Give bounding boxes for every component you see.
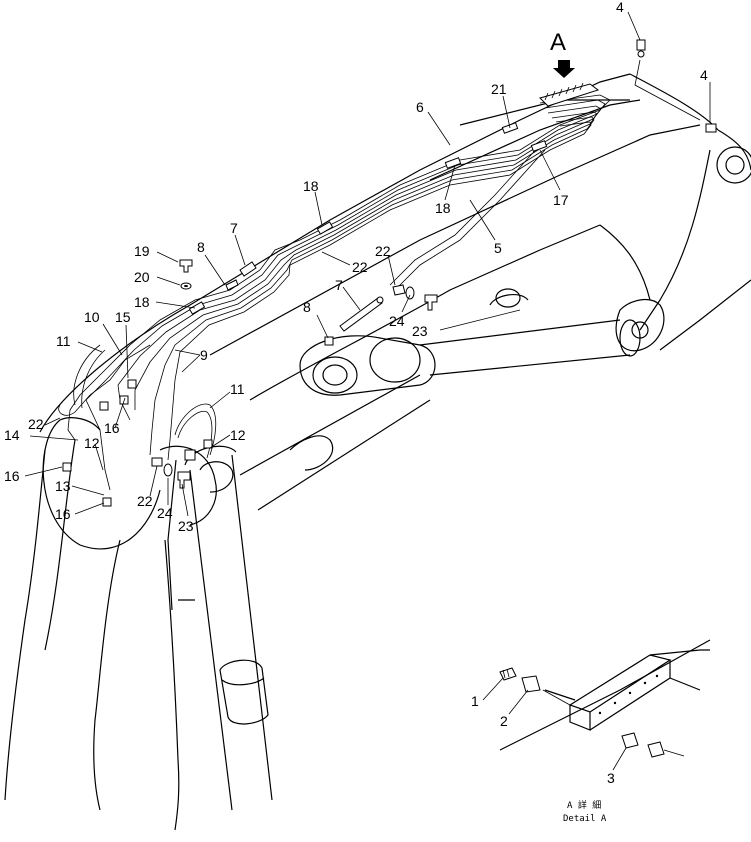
callout-23: 23 bbox=[412, 323, 428, 339]
callout-2: 2 bbox=[500, 713, 508, 729]
detail-caption-en: Detail A bbox=[563, 814, 607, 824]
callout-3: 3 bbox=[607, 770, 615, 786]
callout-4: 4 bbox=[616, 0, 624, 15]
callout-24: 24 bbox=[389, 313, 405, 329]
callout-17: 17 bbox=[553, 192, 569, 208]
callout-19: 19 bbox=[134, 243, 150, 259]
callout-24: 24 bbox=[157, 505, 173, 521]
callout-10: 10 bbox=[84, 309, 100, 325]
callout-22: 22 bbox=[352, 259, 368, 275]
view-a-label: A bbox=[550, 29, 566, 56]
callout-7: 7 bbox=[230, 220, 238, 236]
view-a-arrow bbox=[553, 60, 575, 78]
callout-16: 16 bbox=[55, 506, 71, 522]
callout-5: 5 bbox=[494, 240, 502, 256]
callout-9: 9 bbox=[200, 347, 208, 363]
callout-16: 16 bbox=[104, 420, 120, 436]
callout-13: 13 bbox=[55, 478, 71, 494]
leader-lines bbox=[24, 11, 711, 771]
callout-15: 15 bbox=[115, 309, 131, 325]
callout-22: 22 bbox=[375, 243, 391, 259]
fittings bbox=[62, 39, 717, 507]
callout-16: 16 bbox=[4, 468, 20, 484]
callout-1: 1 bbox=[471, 693, 479, 709]
callout-12: 12 bbox=[230, 427, 246, 443]
callout-6: 6 bbox=[416, 99, 424, 115]
callout-22: 22 bbox=[28, 416, 44, 432]
hydraulic-piping-bundle bbox=[58, 82, 611, 491]
callout-18: 18 bbox=[134, 294, 150, 310]
callout-21: 21 bbox=[491, 81, 507, 97]
callout-8: 8 bbox=[303, 299, 311, 315]
callout-18: 18 bbox=[435, 200, 451, 216]
callout-20: 20 bbox=[134, 269, 150, 285]
callout-4: 4 bbox=[700, 67, 708, 83]
detail-caption-jp: A 詳 細 bbox=[567, 799, 601, 811]
callout-11: 11 bbox=[230, 381, 245, 397]
boom-structure bbox=[4, 73, 751, 831]
callout-14: 14 bbox=[4, 427, 20, 443]
callout-23: 23 bbox=[178, 518, 194, 534]
callout-18: 18 bbox=[303, 178, 319, 194]
callout-22: 22 bbox=[137, 493, 153, 509]
callout-12: 12 bbox=[84, 435, 100, 451]
callout-7: 7 bbox=[335, 277, 343, 293]
detail-a-inset bbox=[499, 639, 711, 758]
callout-8: 8 bbox=[197, 239, 205, 255]
callout-11: 11 bbox=[56, 333, 71, 349]
